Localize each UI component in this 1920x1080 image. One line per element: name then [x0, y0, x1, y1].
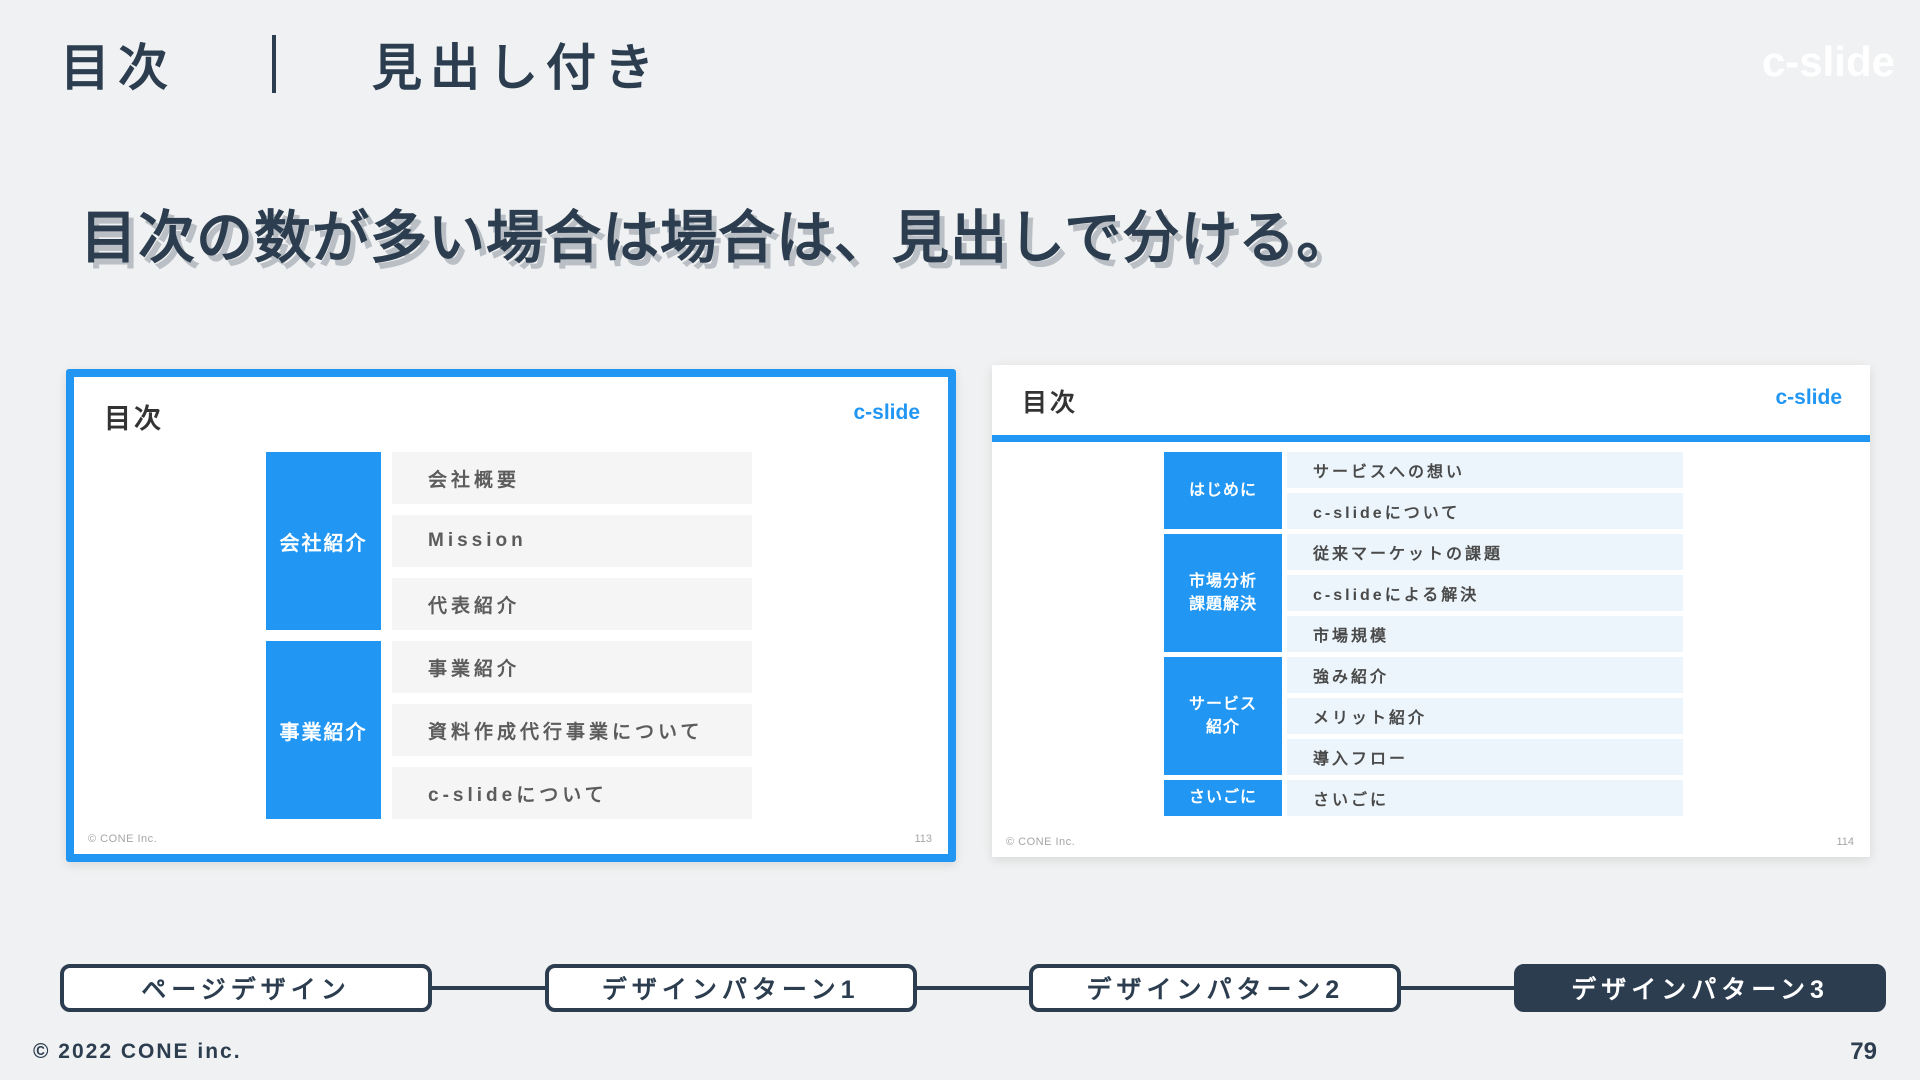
- step-connector-line: [432, 986, 545, 990]
- slide-logo: c-slide: [1775, 386, 1842, 409]
- page-title-left: 目次: [60, 40, 176, 96]
- slide-title: 目次: [104, 404, 164, 434]
- nav-step-pattern-1: デザインパターン1: [544, 964, 917, 1012]
- toc-group-line: はじめに: [1188, 481, 1257, 499]
- toc-group-line: 会社紹介: [279, 532, 368, 555]
- slide-page-number: 113: [914, 833, 932, 845]
- page-number: 79: [1850, 1038, 1877, 1065]
- toc-grid: はじめに 市場分析 課題解決 サービス 紹介 さいごに サービスへの想い c-s…: [1164, 452, 1683, 816]
- slide-example-left: 目次 c-slide 会社紹介 事業紹介 会社概要 Mission 代表紹介 事…: [66, 369, 956, 862]
- toc-item: 導入フロー: [1287, 739, 1683, 775]
- title-separator-bar: [272, 35, 276, 93]
- nav-step-pattern-2: デザインパターン2: [1029, 964, 1402, 1012]
- slide-copyright: © CONE Inc.: [1006, 836, 1076, 848]
- toc-group-label: 事業紹介: [266, 641, 381, 819]
- toc-item: 強み紹介: [1287, 657, 1683, 693]
- toc-item: 代表紹介: [392, 578, 752, 630]
- slide-title: 目次: [1022, 389, 1079, 417]
- header-accent-rule: [992, 435, 1870, 442]
- toc-item: さいごに: [1287, 780, 1683, 816]
- toc-item: 会社概要: [392, 452, 752, 504]
- brand-logo: c-slide: [1761, 38, 1895, 85]
- toc-group-line: 課題解決: [1188, 596, 1257, 613]
- nav-step-page-design: ページデザイン: [60, 964, 432, 1012]
- toc-grid: 会社紹介 事業紹介 会社概要 Mission 代表紹介 事業紹介 資料作成代行事…: [266, 452, 752, 819]
- toc-group-line: さいごに: [1188, 789, 1257, 807]
- slide-example-right: 目次 c-slide はじめに 市場分析 課題解決 サービス 紹介 さいごに サ…: [992, 365, 1870, 857]
- page-header: 目次 見出し付き: [60, 28, 662, 100]
- step-connector-line: [1401, 986, 1515, 990]
- slide-page-number: 114: [1836, 836, 1854, 848]
- toc-item: 市場規模: [1287, 616, 1683, 652]
- toc-group-label: 会社紹介: [266, 452, 381, 630]
- toc-item: c-slideによる解決: [1287, 575, 1683, 611]
- toc-item: c-slideについて: [1287, 493, 1683, 529]
- nav-step-pattern-3-active: デザインパターン3: [1514, 964, 1887, 1012]
- toc-group-label: 市場分析 課題解決: [1164, 534, 1282, 652]
- lead-heading: 目次の数が多い場合は場合は、見出しで分ける。: [80, 206, 1355, 270]
- toc-group-line: サービス: [1188, 695, 1257, 713]
- slide-copyright: © CONE Inc.: [88, 833, 158, 845]
- toc-item: 資料作成代行事業について: [392, 704, 752, 756]
- toc-item: メリット紹介: [1287, 698, 1683, 734]
- toc-item: 従来マーケットの課題: [1287, 534, 1683, 570]
- step-connector-line: [916, 986, 1030, 990]
- toc-group-line: 紹介: [1205, 719, 1240, 736]
- toc-group-label: さいごに: [1164, 780, 1282, 816]
- toc-group-line: 事業紹介: [279, 721, 368, 744]
- design-pattern-steps: ページデザイン デザインパターン1 デザインパターン2 デザインパターン3: [60, 964, 1887, 1012]
- toc-group-label: サービス 紹介: [1164, 657, 1282, 775]
- page-title-right: 見出し付き: [372, 40, 662, 96]
- toc-item: サービスへの想い: [1287, 452, 1683, 488]
- toc-item: c-slideについて: [392, 767, 752, 819]
- toc-group-line: 市場分析: [1188, 572, 1257, 590]
- toc-group-label: はじめに: [1164, 452, 1282, 529]
- toc-item: 事業紹介: [392, 641, 752, 693]
- page-copyright: © 2022 CONE inc.: [33, 1040, 242, 1063]
- toc-item: Mission: [392, 515, 752, 567]
- slide-logo: c-slide: [853, 401, 920, 424]
